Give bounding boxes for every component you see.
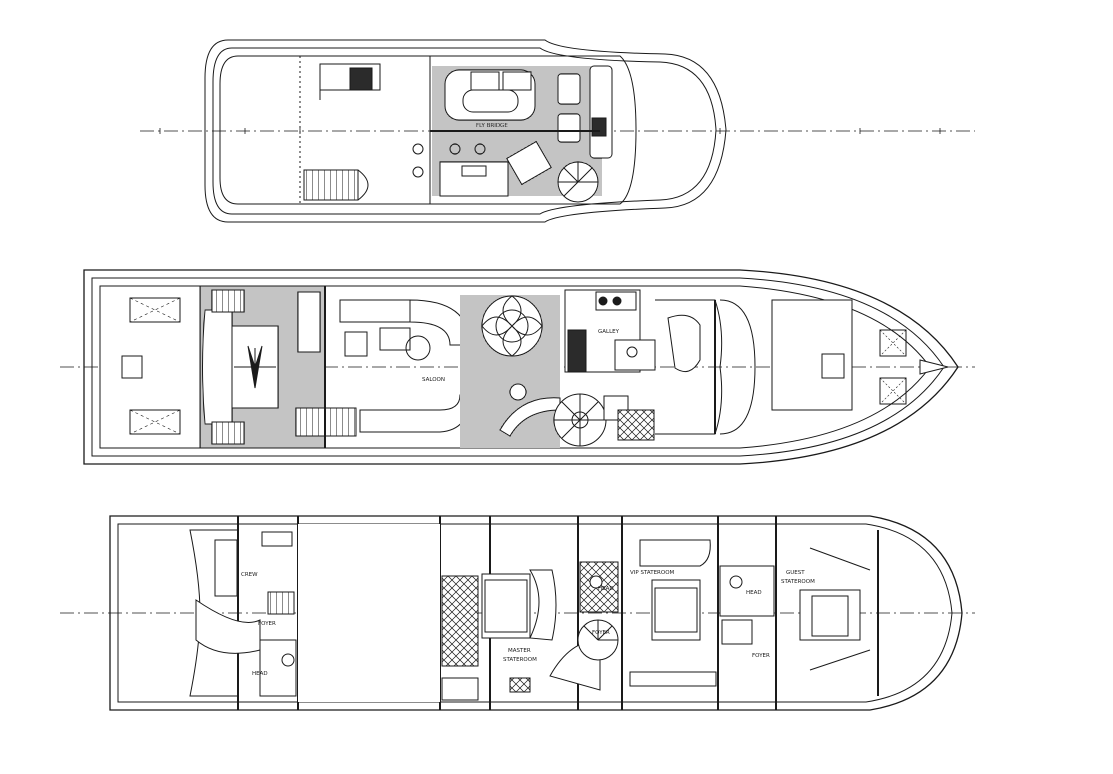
engine-room	[298, 524, 440, 702]
flybridge-bar	[439, 161, 509, 197]
swim-platform	[99, 285, 201, 449]
flybridge-deck	[140, 39, 975, 223]
head-master-label: HEAD	[598, 586, 614, 592]
hatch-aft-stbd	[129, 409, 181, 435]
flybridge-grill	[506, 140, 552, 186]
master-stateroom-label-2: STATEROOM	[503, 657, 537, 663]
master-head	[441, 575, 479, 667]
main-deck	[60, 269, 975, 465]
flybridge-aft-stair	[303, 169, 359, 201]
bar-stool	[412, 143, 424, 155]
galley-label: GALLEY	[598, 329, 620, 335]
master-stateroom-label-1: MASTER	[508, 648, 531, 654]
main-deck-hull	[83, 269, 959, 465]
foyer-aft-label: FOYER	[258, 621, 276, 627]
saloon-sofa-port	[339, 299, 411, 323]
flybridge-hardtop	[204, 39, 727, 223]
crew-berth	[214, 539, 238, 597]
hatch-aft-port	[129, 297, 181, 323]
crew-head	[259, 639, 297, 697]
galley-island	[614, 339, 656, 371]
aft-deck-sofa	[202, 309, 233, 425]
vip-stateroom-label: VIP STATEROOM	[630, 570, 675, 576]
anchor-windlass	[919, 359, 949, 375]
foyer-fwd-label: FOYER	[752, 653, 770, 659]
saloon-sofa-stbd	[359, 394, 471, 433]
head-vip-label: HEAD	[746, 590, 762, 596]
foredeck-hatch-2	[879, 377, 907, 405]
head-aft-label: HEAD	[252, 671, 268, 677]
guest-stateroom-label-1: GUEST	[786, 570, 805, 576]
foyer-mid-label: FOYER	[592, 630, 610, 636]
foredeck-hatch-1	[879, 329, 907, 357]
foredeck-sunpad	[771, 299, 853, 411]
lower-deck-hull	[109, 515, 963, 711]
day-head	[617, 409, 655, 441]
pilothouse-settee	[667, 314, 701, 373]
helm-seat-2	[557, 113, 581, 143]
crew-label: CREW	[241, 572, 258, 578]
lower-deck	[60, 515, 975, 711]
guest-stateroom-label-2: STATEROOM	[781, 579, 815, 585]
saloon-label: SALOON	[422, 377, 445, 383]
helm-console	[589, 65, 613, 159]
guest-head	[719, 565, 775, 617]
flybridge-label: FLY BRIDGE	[476, 123, 508, 129]
helm-seat-1	[557, 73, 581, 105]
